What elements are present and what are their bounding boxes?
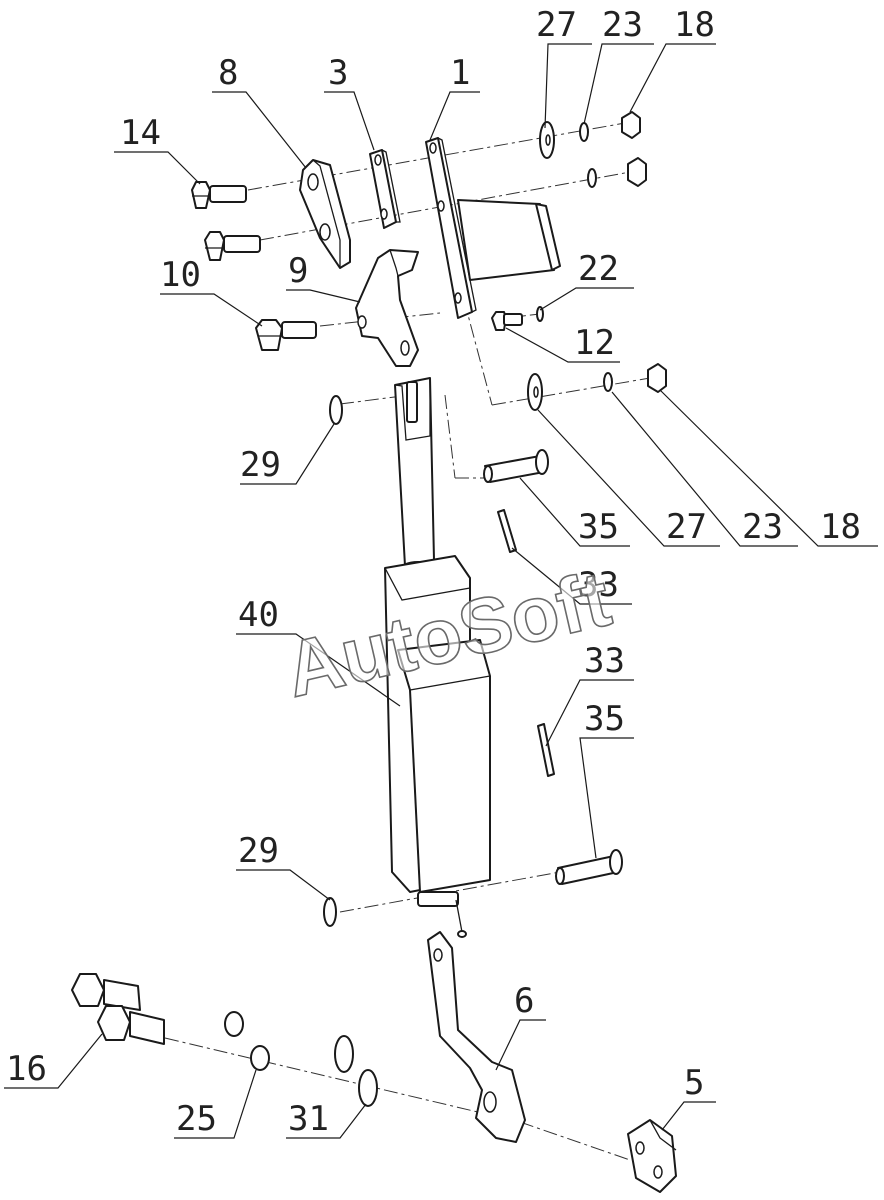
bolt-part-14 (191, 181, 247, 209)
callout-label: 35 (578, 507, 619, 547)
block-part-5 (627, 1119, 677, 1193)
callout-label: 16 (6, 1049, 47, 1089)
callout-label: 18 (674, 5, 715, 45)
bolt-part-16-a (71, 973, 141, 1011)
callout-10: 10 (160, 255, 263, 327)
callout-label: 10 (160, 255, 201, 295)
callout-8: 8 (212, 53, 307, 169)
lock-washer-part-23-lower (603, 372, 613, 392)
callout-label: 35 (584, 699, 625, 739)
pin-part-35-top (483, 449, 549, 483)
washer-part-31 (334, 1035, 378, 1107)
cotter-pin-part-33-top (497, 509, 517, 553)
link-arm-part-6 (427, 931, 526, 1143)
callout-9: 9 (286, 251, 361, 303)
pin-part-35-lower (555, 849, 623, 885)
callout-5: 5 (661, 1063, 716, 1131)
callout-label: 12 (574, 323, 615, 363)
callout-label: 14 (120, 113, 161, 153)
callout-label: 6 (514, 981, 534, 1021)
washer-part-29-top (329, 395, 343, 425)
nut-second (627, 157, 647, 187)
strip-part-3 (369, 149, 401, 229)
callout-22: 22 (539, 249, 634, 311)
callout-14: 14 (114, 113, 201, 185)
washer-part-29-lower (323, 897, 337, 927)
callout-18-top: 18 (629, 5, 716, 113)
callout-18-lower: 18 (659, 389, 878, 547)
callout-label: 18 (820, 507, 861, 547)
callout-label: 29 (240, 445, 281, 485)
callout-3: 3 (324, 53, 375, 151)
callout-29-top: 29 (240, 423, 335, 485)
plate-part-8 (299, 159, 351, 269)
callout-label: 9 (288, 251, 308, 291)
bracket-part-1 (425, 137, 561, 319)
callout-1: 1 (429, 53, 480, 141)
callout-40: 40 (236, 595, 401, 707)
bolt-upper-second (204, 231, 261, 261)
lock-washer-part-23-top (579, 122, 589, 142)
callout-25: 25 (174, 1069, 257, 1139)
callout-label: 29 (238, 831, 279, 871)
callout-23-lower: 23 (611, 391, 798, 547)
washer-part-22 (536, 306, 544, 322)
washer-part-27-top (539, 121, 555, 159)
callout-27-top: 27 (536, 5, 592, 129)
callout-12: 12 (505, 323, 620, 363)
bolt-part-10 (255, 319, 317, 351)
callout-label: 23 (602, 5, 643, 45)
callout-6: 6 (495, 981, 546, 1071)
cotter-pin-part-33-lower (537, 723, 555, 777)
actuator-part-40 (384, 377, 491, 938)
callout-label: 23 (742, 507, 783, 547)
callout-label: 33 (578, 565, 619, 605)
callout-label: 1 (450, 53, 470, 93)
lock-washer-second (587, 168, 597, 188)
callout-label: 27 (666, 507, 707, 547)
callout-label: 31 (288, 1099, 329, 1139)
lock-washer-part-25 (224, 1011, 270, 1071)
nut-part-18-top (621, 111, 641, 139)
callout-label: 5 (684, 1063, 704, 1103)
callout-33-lower: 33 (545, 641, 634, 747)
callout-29-lower: 29 (236, 831, 331, 901)
callout-35-top: 35 (519, 477, 630, 547)
callout-23-top: 23 (583, 5, 654, 125)
callout-31: 31 (286, 1099, 367, 1139)
bolt-part-12 (491, 311, 523, 331)
callout-label: 33 (584, 641, 625, 681)
callout-label: 25 (176, 1099, 217, 1139)
callout-27-lower: 27 (537, 409, 720, 547)
callout-33-top: 33 (511, 547, 632, 605)
callout-35-lower: 35 (579, 699, 634, 859)
callout-label: 8 (218, 53, 238, 93)
callout-label: 27 (536, 5, 577, 45)
callout-16: 16 (4, 1033, 103, 1089)
washer-part-27-lower (527, 373, 543, 411)
callout-label: 40 (238, 595, 279, 635)
nut-part-18-lower (647, 363, 667, 393)
bolt-part-16-b (97, 1005, 165, 1045)
callout-label: 22 (578, 249, 619, 289)
callout-label: 3 (328, 53, 348, 93)
angle-bracket-part-9 (355, 249, 419, 367)
